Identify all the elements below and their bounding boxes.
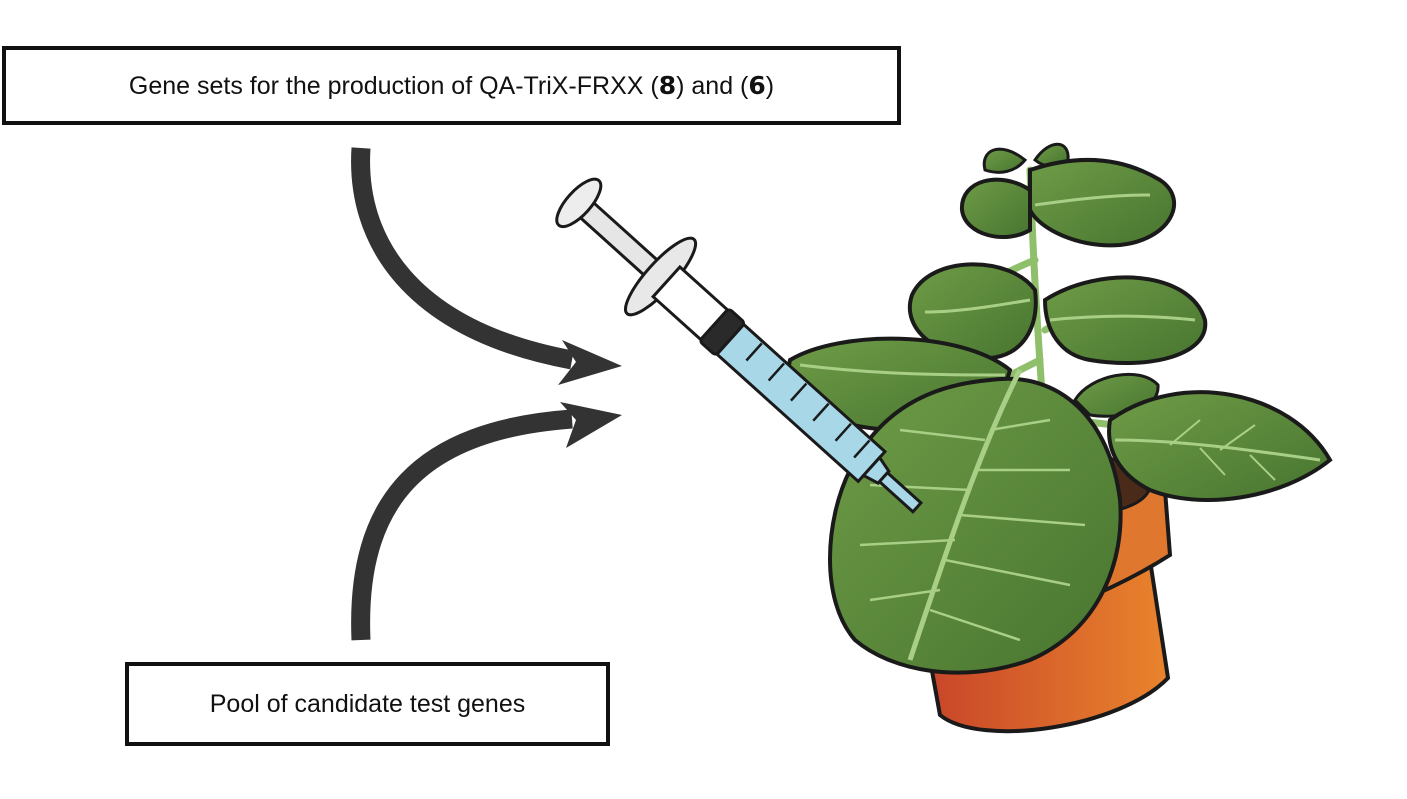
- leaf-middle-right: [1042, 275, 1208, 365]
- compound-ref-6: 6: [748, 70, 766, 100]
- arrow-from-top-label: [351, 147, 622, 385]
- leaf-middle-left: [908, 262, 1038, 361]
- syringe-plunger-head: [555, 177, 603, 229]
- gene-sets-label-text-middle: ) and (: [676, 71, 749, 100]
- leaf-top-cluster: [959, 142, 1177, 248]
- arrow-from-bottom-label: [351, 402, 622, 641]
- candidate-genes-label-box: Pool of candidate test genes: [125, 662, 610, 746]
- syringe-nozzle: [877, 470, 924, 514]
- leaf-far-right: [1107, 390, 1333, 502]
- gene-sets-label: Gene sets for the production of QA-TriX-…: [129, 71, 774, 101]
- candidate-genes-label: Pool of candidate test genes: [209, 689, 526, 718]
- gene-sets-label-text-after: ): [765, 71, 775, 100]
- syringe-icon: [555, 177, 924, 514]
- potted-plant-icon: [786, 142, 1333, 734]
- compound-ref-8: 8: [658, 70, 677, 100]
- gene-sets-label-text-before: Gene sets for the production of QA-TriX-…: [128, 71, 659, 100]
- syringe-graduations: [745, 342, 871, 459]
- gene-sets-label-box: Gene sets for the production of QA-TriX-…: [2, 46, 901, 125]
